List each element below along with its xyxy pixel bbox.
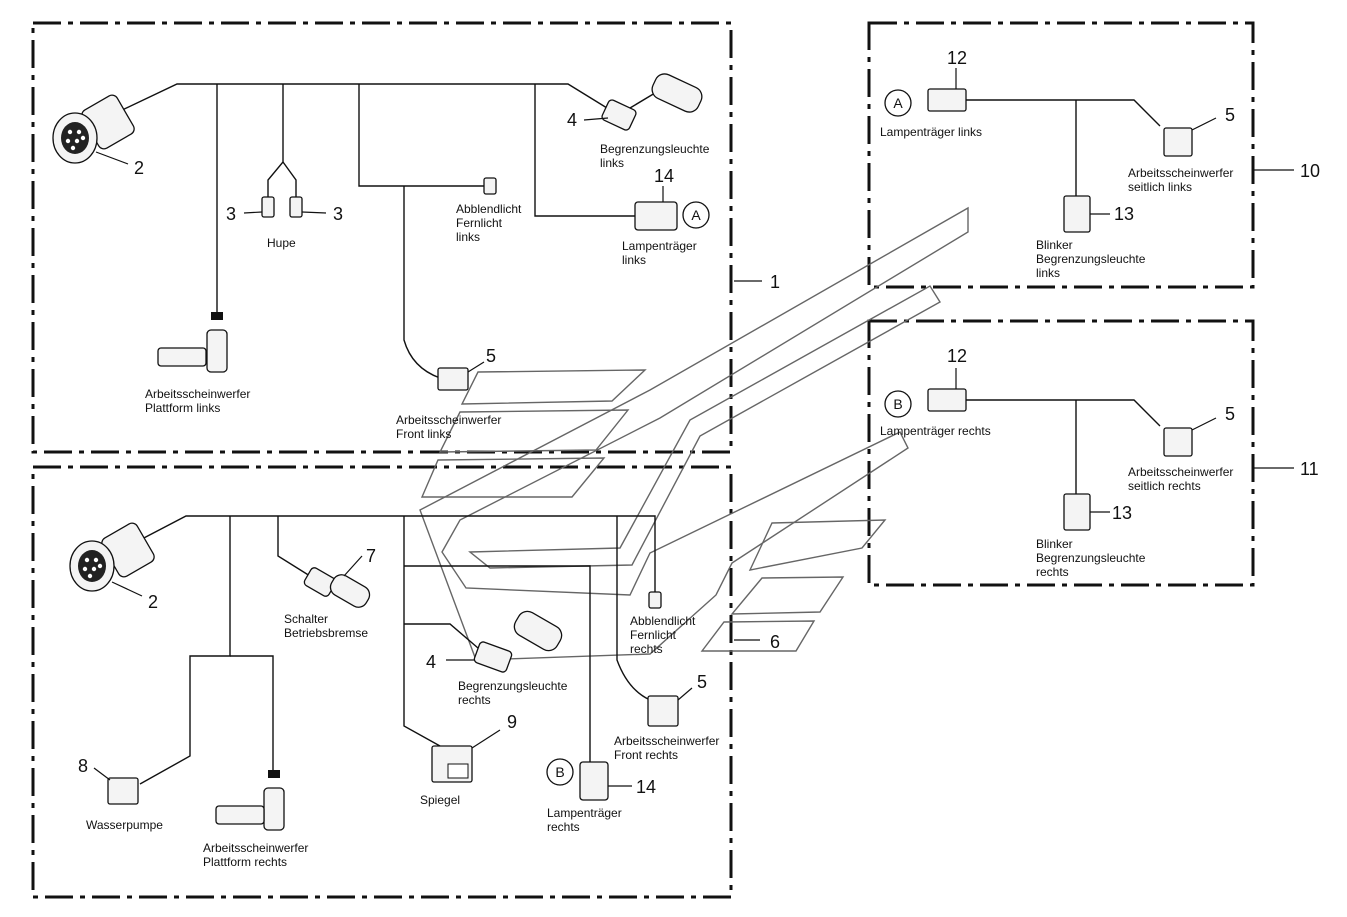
label-u-marker-line-2: links — [600, 156, 624, 170]
label-l-low-beam-line-1: Abblendlicht — [630, 614, 696, 628]
label-r2-blinker-line-2: Begrenzungsleuchte — [1036, 551, 1146, 565]
callout-u-horn-right: 3 — [333, 204, 343, 224]
frame-main-upper — [31, 21, 733, 454]
callout-r2-work-side: 5 — [1225, 404, 1235, 424]
label-u-lamp-holder-line-2: links — [622, 253, 646, 267]
upper-front-work-light — [437, 361, 485, 391]
label-l-low-beam-line-3: rechts — [630, 642, 663, 656]
label-u-work-platform-line-2: Plattform links — [145, 401, 220, 415]
label-r2-blinker-line-1: Blinker — [1036, 537, 1073, 551]
label-r1-work-side-line-2: seitlich links — [1128, 180, 1192, 194]
label-l-brake-switch-line-1: Schalter — [284, 612, 328, 626]
circle-ref-l-lamp-holder: B — [555, 764, 564, 780]
label-u-low-beam-line-2: Fernlicht — [456, 216, 503, 230]
lower-platform-work-light — [215, 770, 285, 831]
callout-u-horn-left: 3 — [226, 204, 236, 224]
frame-ref-main-lower: 6 — [770, 632, 780, 652]
upper-platform-work-light — [157, 312, 228, 373]
lower-lamp-holder — [546, 758, 632, 801]
callout-l-work-front: 5 — [697, 672, 707, 692]
frame-ref-right-lower: 11 — [1300, 459, 1319, 479]
label-u-work-front-line-1: Arbeitsscheinwerfer — [396, 413, 501, 427]
label-l-work-front-line-1: Arbeitsscheinwerfer — [614, 734, 719, 748]
vehicle-outline — [419, 206, 969, 661]
label-l-work-platform-line-1: Arbeitsscheinwerfer — [203, 841, 308, 855]
label-u-lamp-holder-line-1: Lampenträger — [622, 239, 697, 253]
callout-r2-blinker: 13 — [1112, 503, 1132, 523]
circle-ref-u-lamp-holder: A — [691, 207, 701, 223]
callout-u-connector: 2 — [134, 158, 144, 178]
label-r2-lamp-holder-line-1: Lampenträger rechts — [880, 424, 991, 438]
callout-l-brake-switch: 7 — [366, 546, 376, 566]
label-r1-work-side-line-1: Arbeitsscheinwerfer — [1128, 166, 1233, 180]
upper-low-beam-connector — [483, 177, 497, 195]
callout-u-lamp-holder: 14 — [654, 166, 674, 186]
callout-u-work-front: 5 — [486, 346, 496, 366]
label-u-marker-line-1: Begrenzungsleuchte — [600, 142, 710, 156]
label-r1-blinker-line-2: Begrenzungsleuchte — [1036, 252, 1146, 266]
callout-l-marker: 4 — [426, 652, 436, 672]
text-layer: 1 6 10 11 2 3 3 4 14 5 2 7 4 8 9 5 14 12 5 13 12 5 13 A B A B Begre… — [78, 48, 1320, 869]
right-lower-harness — [884, 368, 1294, 531]
upper-lamp-holder — [634, 186, 710, 231]
horn-connectors — [243, 196, 327, 218]
upper-marker-light — [583, 73, 703, 131]
label-u-horn-line-1: Hupe — [267, 236, 296, 250]
callout-l-pump: 8 — [78, 756, 88, 776]
callout-u-marker: 4 — [567, 110, 577, 130]
label-r1-blinker-line-3: links — [1036, 266, 1060, 280]
lower-harness — [139, 515, 656, 785]
callout-l-mirror: 9 — [507, 712, 517, 732]
upper-main-connector — [52, 94, 135, 165]
label-l-marker-line-2: rechts — [458, 693, 491, 707]
callout-r1-work-side: 5 — [1225, 105, 1235, 125]
frame-right-upper — [867, 21, 1255, 289]
label-u-work-platform-line-1: Arbeitsscheinwerfer — [145, 387, 250, 401]
lower-low-beam-connector — [648, 591, 662, 609]
frame-ref-right-upper: 10 — [1300, 161, 1320, 181]
label-l-work-platform-line-2: Plattform rechts — [203, 855, 287, 869]
label-r1-lamp-holder-line-1: Lampenträger links — [880, 125, 982, 139]
frame-main-lower — [31, 465, 733, 899]
label-r2-work-side-line-2: seitlich rechts — [1128, 479, 1201, 493]
label-u-work-front-line-2: Front links — [396, 427, 451, 441]
label-u-low-beam-line-3: links — [456, 230, 480, 244]
label-r1-blinker-line-1: Blinker — [1036, 238, 1073, 252]
circle-ref-r2-lamp-holder: B — [893, 396, 902, 412]
lower-main-connector — [69, 522, 155, 597]
water-pump-connector — [93, 767, 139, 805]
label-l-lamp-holder-line-1: Lampenträger — [547, 806, 622, 820]
callout-l-lamp-holder: 14 — [636, 777, 656, 797]
frame-right-lower — [867, 319, 1255, 587]
upper-harness — [117, 83, 661, 379]
circle-ref-r1-lamp-holder: A — [893, 95, 903, 111]
frame-ref-main-upper: 1 — [770, 272, 780, 292]
label-l-pump-line-1: Wasserpumpe — [86, 818, 163, 832]
label-l-lamp-holder-line-2: rechts — [547, 820, 580, 834]
label-l-mirror-line-1: Spiegel — [420, 793, 460, 807]
callout-l-connector: 2 — [148, 592, 158, 612]
brake-switch-connector — [303, 555, 371, 608]
label-l-brake-switch-line-2: Betriebsbremse — [284, 626, 368, 640]
mirror-connector — [431, 729, 501, 783]
label-l-marker-line-1: Begrenzungsleuchte — [458, 679, 568, 693]
label-r2-work-side-line-1: Arbeitsscheinwerfer — [1128, 465, 1233, 479]
label-l-work-front-line-2: Front rechts — [614, 748, 678, 762]
callout-r2-lamp-holder: 12 — [947, 346, 967, 366]
label-u-low-beam-line-1: Abblendlicht — [456, 202, 522, 216]
callout-r1-blinker: 13 — [1114, 204, 1134, 224]
label-l-low-beam-line-2: Fernlicht — [630, 628, 677, 642]
lower-marker-light — [446, 610, 563, 673]
right-upper-harness — [884, 68, 1294, 233]
label-r2-blinker-line-3: rechts — [1036, 565, 1069, 579]
callout-r1-lamp-holder: 12 — [947, 48, 967, 68]
lower-front-work-light — [647, 687, 693, 727]
